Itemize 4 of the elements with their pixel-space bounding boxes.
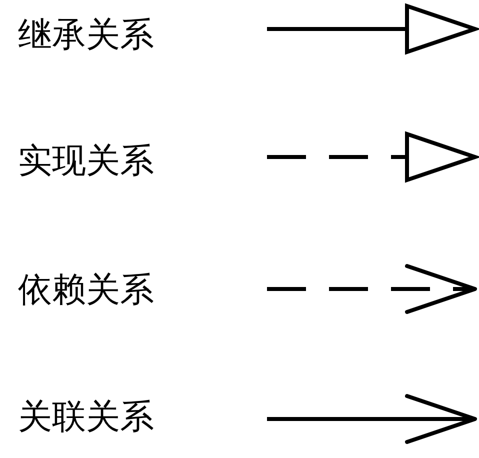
legend-label: 实现关系 xyxy=(18,144,154,178)
legend-label: 依赖关系 xyxy=(18,273,154,307)
legend-label: 关联关系 xyxy=(18,400,154,434)
legend-label: 继承关系 xyxy=(18,18,154,52)
